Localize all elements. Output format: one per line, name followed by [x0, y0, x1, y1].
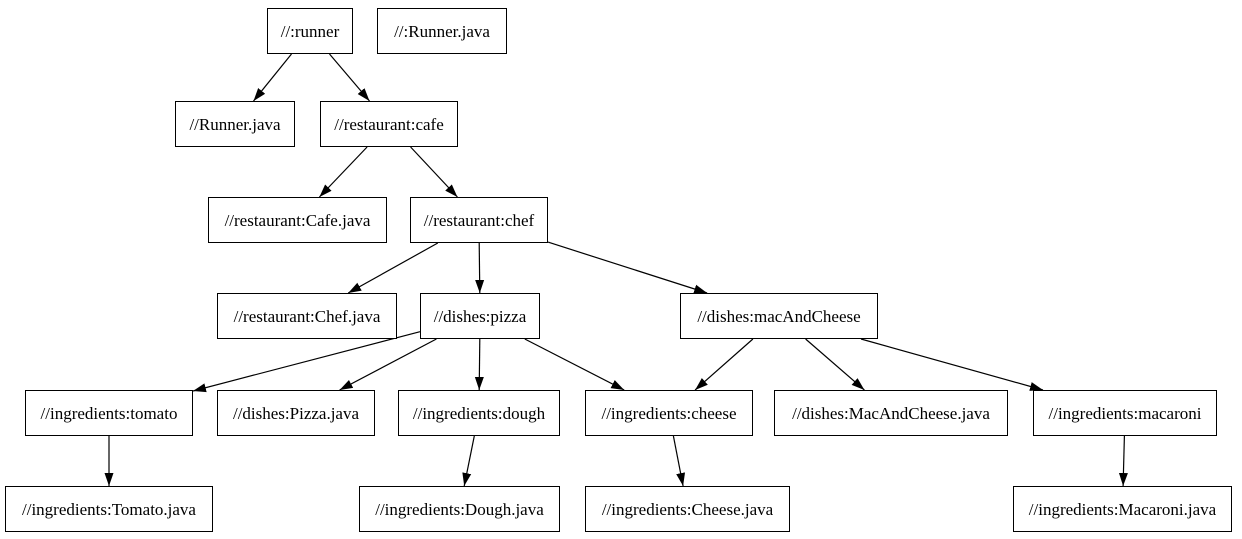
- graph-node-dough-java: //ingredients:Dough.java: [359, 486, 560, 532]
- graph-node-label: //ingredients:Cheese.java: [601, 499, 774, 519]
- graph-node-label: //dishes:macAndCheese: [697, 306, 861, 326]
- graph-node-label: //dishes:pizza: [433, 306, 527, 326]
- graph-node-chef-java: //restaurant:Chef.java: [217, 293, 397, 339]
- graph-node-label: //Runner.java: [189, 114, 281, 134]
- graph-node-label: //restaurant:Chef.java: [233, 306, 381, 326]
- graph-node-cafe: //restaurant:cafe: [320, 101, 458, 147]
- graph-node-pizza: //dishes:pizza: [420, 293, 540, 339]
- graph-node-label: //ingredients:Macaroni.java: [1028, 499, 1217, 519]
- edge-pizza-to-dough: [474, 338, 484, 391]
- graph-node-label: //restaurant:cafe: [334, 114, 444, 134]
- graph-node-label: //dishes:MacAndCheese.java: [792, 403, 990, 423]
- graph-node-cafe-java: //restaurant:Cafe.java: [208, 197, 387, 243]
- graph-node-label: //ingredients:Dough.java: [375, 499, 544, 519]
- graph-node-runner-java: //Runner.java: [175, 101, 295, 147]
- graph-node-macaroni-java: //ingredients:Macaroni.java: [1013, 486, 1232, 532]
- graph-node-runner: //:runner: [267, 8, 353, 54]
- graph-node-label: //dishes:Pizza.java: [232, 403, 360, 423]
- graph-node-mac-and-cheese: //dishes:macAndCheese: [680, 293, 878, 339]
- edge-chef-to-pizza: [475, 242, 485, 294]
- edge-mac-and-cheese-to-cheese: [694, 338, 754, 391]
- graph-node-label: //:runner: [280, 21, 340, 41]
- edge-dough-to-dough-java: [462, 435, 475, 487]
- graph-node-macaroni: //ingredients:macaroni: [1033, 390, 1217, 436]
- edge-pizza-to-cheese: [524, 338, 625, 391]
- edge-cafe-to-chef: [410, 146, 458, 198]
- edge-cafe-to-cafe-java: [318, 146, 368, 198]
- graph-node-label: //ingredients:macaroni: [1048, 403, 1202, 423]
- graph-node-runner-java-file: //:Runner.java: [377, 8, 507, 54]
- graph-node-tomato-java: //ingredients:Tomato.java: [5, 486, 213, 532]
- edge-mac-and-cheese-to-macaroni: [860, 338, 1044, 391]
- graph-node-cheese: //ingredients:cheese: [585, 390, 753, 436]
- graph-node-cheese-java: //ingredients:Cheese.java: [585, 486, 790, 532]
- edge-runner-to-runner-java: [253, 53, 292, 102]
- edge-mac-and-cheese-to-mac-and-cheese-java: [805, 338, 865, 391]
- graph-node-dough: //ingredients:dough: [398, 390, 560, 436]
- graph-node-label: //ingredients:Tomato.java: [22, 499, 196, 519]
- graph-node-label: //ingredients:cheese: [601, 403, 737, 423]
- graph-node-label: //:Runner.java: [394, 21, 490, 41]
- graph-node-mac-and-cheese-java: //dishes:MacAndCheese.java: [774, 390, 1008, 436]
- edge-macaroni-to-macaroni-java: [1118, 435, 1128, 487]
- graph-node-chef: //restaurant:chef: [410, 197, 548, 243]
- graph-node-tomato: //ingredients:tomato: [25, 390, 193, 436]
- graph-node-label: //ingredients:dough: [412, 403, 546, 423]
- edge-chef-to-chef-java: [347, 242, 439, 294]
- graph-node-label: //ingredients:tomato: [40, 403, 178, 423]
- edge-chef-to-mac-and-cheese: [547, 241, 708, 294]
- edge-pizza-to-pizza-java: [339, 338, 437, 391]
- graph-node-pizza-java: //dishes:Pizza.java: [217, 390, 375, 436]
- edge-cheese-to-cheese-java: [672, 435, 686, 487]
- graph-node-label: //restaurant:Cafe.java: [224, 210, 371, 230]
- edge-pizza-to-tomato: [192, 331, 421, 393]
- graph-node-label: //restaurant:chef: [423, 210, 535, 230]
- edge-runner-to-cafe: [329, 53, 370, 102]
